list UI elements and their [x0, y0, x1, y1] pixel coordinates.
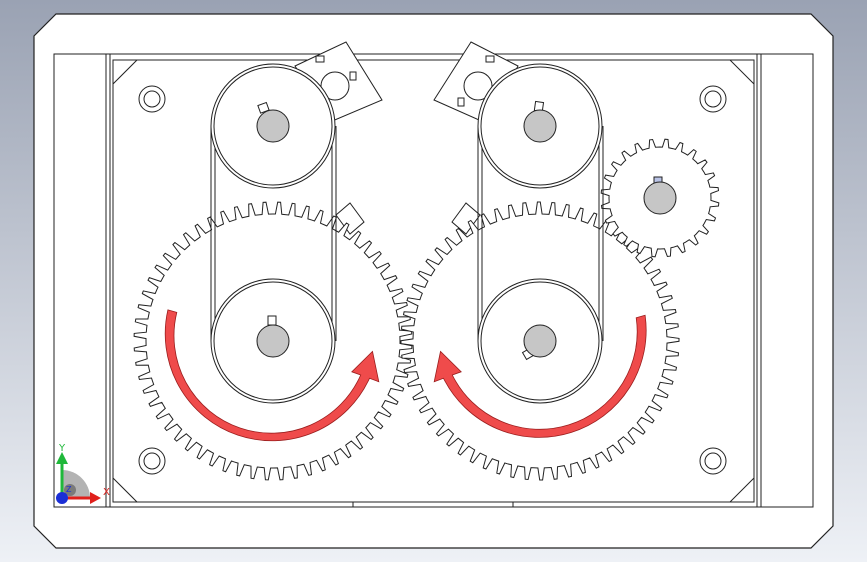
pulley-right-bottom[interactable]: [477, 278, 603, 404]
shaft-left-bottom[interactable]: [256, 324, 290, 358]
plate-corner-tl: [112, 59, 138, 85]
pulley-left-top[interactable]: [210, 63, 336, 189]
shaft-right-top[interactable]: [523, 109, 557, 143]
pulley-left-bottom[interactable]: [210, 278, 336, 404]
plate-corner-br: [729, 477, 755, 503]
tensioner-bracket-left[interactable]: [294, 41, 383, 123]
coordinate-triad[interactable]: Y X Z: [56, 443, 110, 504]
shaft-small-gear[interactable]: [643, 181, 677, 215]
small-gear-hub[interactable]: [643, 176, 677, 215]
triad-z-axis: [56, 492, 68, 504]
rotation-arrow-left: [164, 309, 380, 442]
mounting-hole-tl[interactable]: [138, 85, 166, 113]
triad-x-arrow: [90, 492, 101, 504]
shaft-right-bottom[interactable]: [523, 324, 557, 358]
plate-corner-bl: [112, 477, 138, 503]
bracket-mid-right[interactable]: [451, 202, 481, 235]
belt-left[interactable]: [210, 126, 337, 341]
mounting-hole-br[interactable]: [699, 447, 727, 475]
triad-x-label: X: [103, 487, 110, 498]
rotation-arrow-right: [433, 314, 647, 438]
mounting-hole-tr[interactable]: [699, 85, 727, 113]
pulley-right-top[interactable]: [477, 63, 603, 189]
frame-outer[interactable]: [53, 53, 814, 508]
triad-y-arrow: [56, 452, 68, 464]
shaft-left-top[interactable]: [256, 109, 290, 143]
belt-right[interactable]: [477, 126, 604, 341]
triad-y-label: Y: [58, 443, 66, 454]
triad-z-label: Z: [66, 485, 72, 494]
mounting-plate[interactable]: [112, 59, 755, 503]
plate-corner-tr: [729, 59, 755, 85]
triad-origin: [64, 484, 76, 496]
mounting-hole-bl[interactable]: [138, 447, 166, 475]
